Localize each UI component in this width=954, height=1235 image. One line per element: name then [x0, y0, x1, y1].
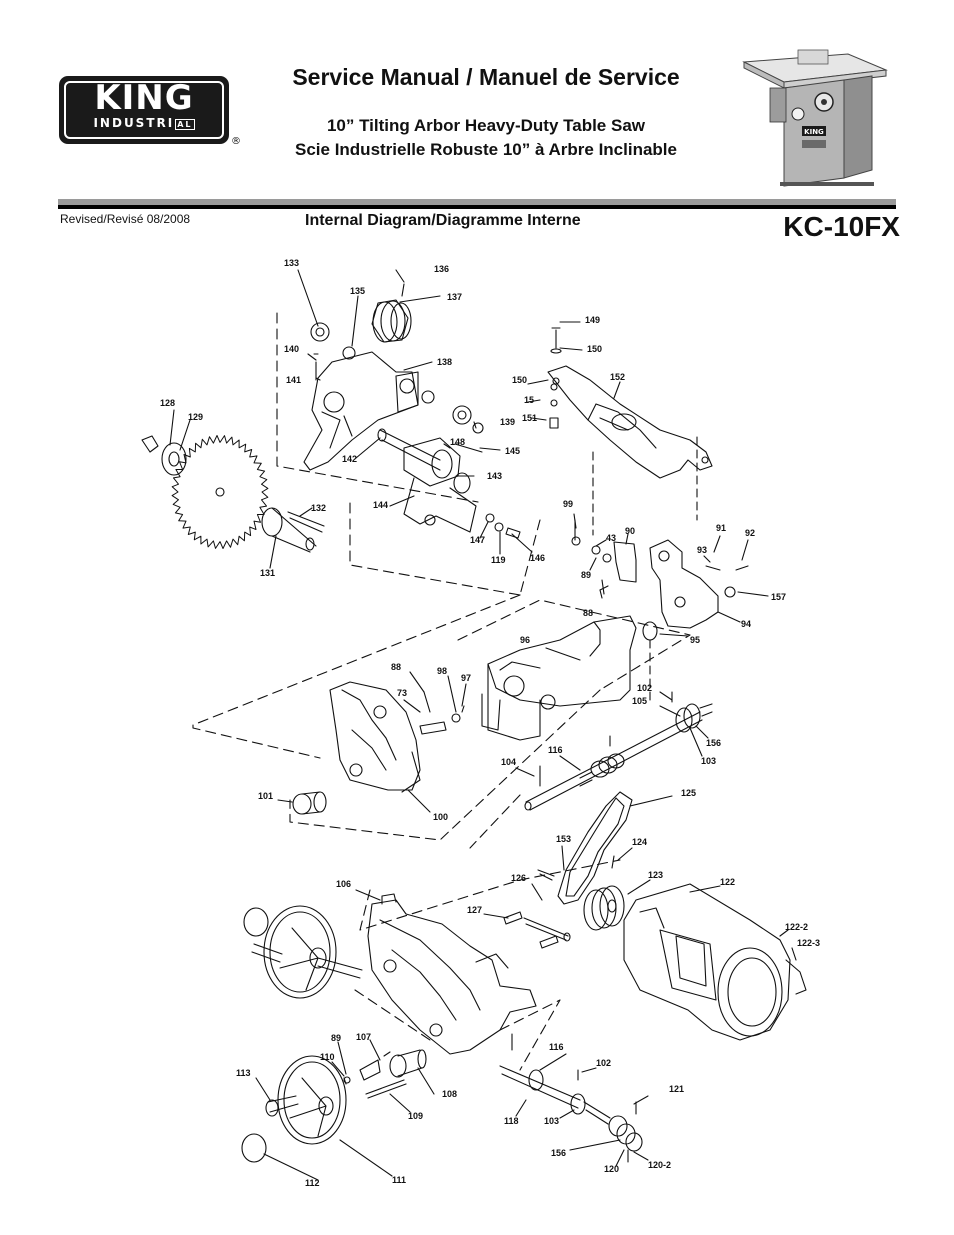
part-label: 97 [461, 673, 471, 683]
saw-blade [171, 435, 269, 549]
part-label: 146 [530, 553, 545, 563]
part-label: 132 [311, 503, 326, 513]
part-label: 141 [286, 375, 301, 385]
part-label: 106 [336, 879, 351, 889]
part-label: 126 [511, 873, 526, 883]
part-label: 129 [188, 412, 203, 422]
model-number: KC-10FX [783, 211, 900, 242]
part-label: 89 [331, 1033, 341, 1043]
part-label: 139 [500, 417, 515, 427]
registered-mark: ® [231, 136, 241, 147]
part-label: 120 [604, 1164, 619, 1174]
photo-panel-label: KING [804, 128, 824, 136]
part-label: 122 [720, 877, 735, 887]
part-label: 104 [501, 757, 516, 767]
part-label: 93 [697, 545, 707, 555]
part-label: 88 [391, 662, 401, 672]
part-label: 89 [581, 570, 591, 580]
part-label: 143 [487, 471, 502, 481]
part-label: 137 [447, 292, 462, 302]
part-label: 111 [392, 1175, 406, 1185]
subtitle-english: 10” Tilting Arbor Heavy-Duty Table Saw [326, 116, 646, 135]
part-label: 157 [771, 592, 786, 602]
part-label: 108 [442, 1089, 457, 1099]
part-label: 116 [549, 1042, 564, 1052]
part-label: 152 [610, 372, 625, 382]
part-number-labels: 133 136 135 137 140 141 138 128 129 142 … [160, 258, 820, 1188]
part-label: 92 [745, 528, 755, 538]
part-label: 110 [320, 1052, 335, 1062]
page-title: Service Manual / Manuel de Service [292, 64, 680, 90]
part-label: 99 [563, 499, 573, 509]
part-label: 144 [373, 500, 388, 510]
table-saw-photo: KING [742, 49, 888, 187]
part-label: 88 [583, 608, 593, 618]
header-rule-black [58, 205, 896, 209]
part-label: 153 [556, 834, 571, 844]
revision-date: Revised/Revisé 08/2008 [60, 212, 191, 226]
part-label: 124 [632, 837, 647, 847]
part-label: 122-2 [785, 922, 808, 932]
part-label: 94 [741, 619, 751, 629]
part-label: 125 [681, 788, 696, 798]
part-label: 150 [587, 344, 602, 354]
part-label: 151 [522, 413, 537, 423]
part-label: 118 [504, 1116, 519, 1126]
section-title: Internal Diagram/Diagramme Interne [305, 212, 581, 229]
part-label: 135 [350, 286, 365, 296]
part-label: 90 [625, 526, 635, 536]
part-label: 98 [437, 666, 447, 676]
part-label: 102 [596, 1058, 611, 1068]
part-label: 113 [236, 1068, 251, 1078]
part-label: 107 [356, 1032, 371, 1042]
logo-brand-name: KING [94, 78, 194, 118]
part-label: 147 [470, 535, 485, 545]
part-label: 128 [160, 398, 175, 408]
part-label: 136 [434, 264, 449, 274]
part-label: 127 [467, 905, 482, 915]
subtitle-french: Scie Industrielle Robuste 10” à Arbre In… [295, 140, 677, 159]
part-label: 122-3 [797, 938, 820, 948]
part-label: 120-2 [648, 1160, 671, 1170]
exploded-parts-diagram: 133 136 135 137 140 141 138 128 129 142 … [141, 258, 820, 1188]
part-label: 95 [690, 635, 700, 645]
part-label: 119 [491, 555, 506, 565]
part-label: 112 [305, 1178, 320, 1188]
part-label: 148 [450, 437, 465, 447]
part-label: 156 [551, 1148, 566, 1158]
part-label: 105 [632, 696, 647, 706]
part-label: 103 [701, 756, 716, 766]
part-label: 102 [637, 683, 652, 693]
part-label: 15 [524, 395, 534, 405]
part-label: 109 [408, 1111, 423, 1121]
part-label: 145 [505, 446, 520, 456]
part-label: 123 [648, 870, 663, 880]
part-label: 116 [548, 745, 563, 755]
part-label: 43 [606, 533, 616, 543]
part-label: 149 [585, 315, 600, 325]
part-label: 121 [669, 1084, 684, 1094]
part-label: 142 [342, 454, 357, 464]
part-label: 150 [512, 375, 527, 385]
part-label: 103 [544, 1116, 559, 1126]
part-label: 131 [260, 568, 275, 578]
part-label: 101 [258, 791, 273, 801]
part-label: 100 [433, 812, 448, 822]
header-rule-gray [58, 199, 896, 205]
part-label: 140 [284, 344, 299, 354]
part-label: 138 [437, 357, 452, 367]
part-label: 91 [716, 523, 726, 533]
part-label: 133 [284, 258, 299, 268]
part-label: 156 [706, 738, 721, 748]
part-label: 96 [520, 635, 530, 645]
part-label: 73 [397, 688, 407, 698]
